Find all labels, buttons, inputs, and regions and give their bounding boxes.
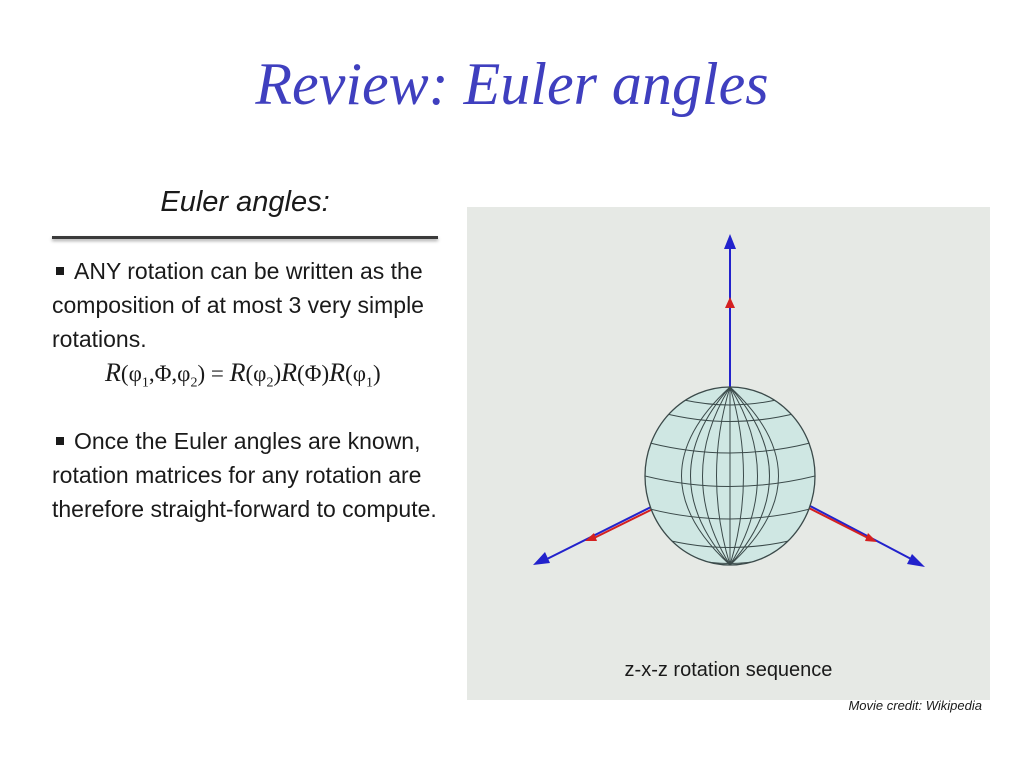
euler-formula: R(φ1,Φ,φ2) = R(φ2)R(Φ)R(φ1) bbox=[105, 358, 381, 391]
bullet-text-1: ANY rotation can be written as the compo… bbox=[52, 258, 424, 352]
bullet-item-1: ANY rotation can be written as the compo… bbox=[52, 254, 472, 356]
slide-title: Review: Euler angles bbox=[255, 51, 769, 117]
heading-divider bbox=[52, 236, 438, 239]
movie-credit: Movie credit: Wikipedia bbox=[848, 698, 982, 713]
rotation-illustration bbox=[533, 234, 925, 567]
formula-rotation-symbol: R bbox=[105, 358, 121, 387]
x-axis-arrowhead bbox=[533, 552, 550, 565]
bullet-item-2: Once the Euler angles are known, rotatio… bbox=[52, 424, 472, 526]
section-heading: Euler angles: bbox=[160, 186, 330, 218]
z-axis-arrowhead bbox=[724, 234, 736, 249]
wireframe-sphere bbox=[644, 386, 816, 566]
rotated-x-axis-marker bbox=[585, 533, 597, 541]
rotated-y-axis-line bbox=[798, 502, 871, 540]
square-bullet-icon bbox=[56, 267, 64, 276]
y-axis-line bbox=[792, 496, 914, 561]
x-axis-line bbox=[544, 498, 668, 561]
y-axis-arrowhead bbox=[907, 554, 925, 567]
figure-caption: z-x-z rotation sequence bbox=[624, 659, 833, 681]
bullet-text-2: Once the Euler angles are known, rotatio… bbox=[52, 428, 437, 522]
euler-rotation-animation: z-x-z rotation sequence bbox=[467, 207, 990, 700]
rotated-y-axis-marker bbox=[865, 533, 877, 542]
square-bullet-icon bbox=[56, 437, 64, 446]
rotated-z-axis-marker bbox=[725, 297, 735, 308]
